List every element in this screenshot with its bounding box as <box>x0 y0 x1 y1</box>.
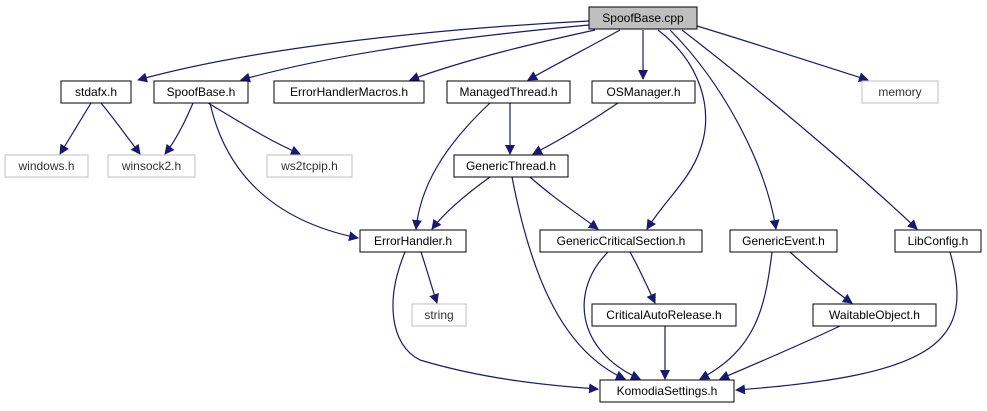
node-ws2tcpip-h: ws2tcpip.h <box>266 154 353 178</box>
node-genericevent-h[interactable]: GenericEvent.h <box>729 229 838 253</box>
edge-spoofbase-cpp-to-spoofbase-h <box>240 24 590 83</box>
edge-spoofbase-cpp-to-errorhandlermacros-h <box>409 29 596 82</box>
node-label: CriticalAutoRelease.h <box>606 308 721 322</box>
node-box <box>861 80 939 104</box>
node-errorhandlermacros-h[interactable]: ErrorHandlerMacros.h <box>273 80 425 104</box>
node-label: GenericThread.h <box>466 159 556 173</box>
node-box <box>588 6 698 30</box>
node-box <box>107 154 196 178</box>
node-box <box>894 229 982 253</box>
edge-genericthread-h-to-genericcriticalsection-h <box>529 176 599 230</box>
node-label: ws2tcpip.h <box>280 159 338 173</box>
node-label: ErrorHandler.h <box>374 234 452 248</box>
node-label: winsock2.h <box>121 159 181 173</box>
node-box <box>539 229 703 253</box>
node-osmanager-h[interactable]: OSManager.h <box>591 80 696 104</box>
node-libconfig-h[interactable]: LibConfig.h <box>894 229 982 253</box>
node-label: ManagedThread.h <box>459 85 557 99</box>
node-box <box>729 229 838 253</box>
node-label: SpoofBase.cpp <box>602 11 684 25</box>
node-waitableobject-h[interactable]: WaitableObject.h <box>812 303 937 327</box>
edge-spoofbase-h-to-ws2tcpip-h <box>207 102 301 155</box>
node-box <box>266 154 353 178</box>
edge-genericevent-h-to-komodiasettings-h <box>699 251 773 380</box>
edge-stdafx-h-to-winsock2-h <box>100 102 141 155</box>
node-criticalautorelease-h[interactable]: CriticalAutoRelease.h <box>591 303 737 327</box>
node-box <box>60 80 132 104</box>
edge-errorhandler-h-to-string <box>420 251 439 304</box>
node-label: OSManager.h <box>606 85 680 99</box>
node-box <box>453 154 569 178</box>
node-box <box>411 303 467 327</box>
node-label: SpoofBase.h <box>167 85 236 99</box>
edge-spoofbase-cpp-to-managedthread-h <box>527 29 621 81</box>
node-spoofbase-h[interactable]: SpoofBase.h <box>153 80 249 104</box>
node-genericthread-h[interactable]: GenericThread.h <box>453 154 569 178</box>
node-box <box>4 154 89 178</box>
node-label: ErrorHandlerMacros.h <box>290 85 408 99</box>
node-errorhandler-h[interactable]: ErrorHandler.h <box>359 229 467 253</box>
edge-spoofbase-h-to-errorhandler-h <box>209 102 359 242</box>
node-spoofbase-cpp[interactable]: SpoofBase.cpp <box>588 6 698 30</box>
node-label: memory <box>878 85 921 99</box>
edge-genericcriticalsection-h-to-criticalautorelease-h <box>629 251 656 304</box>
edge-genericcriticalsection-h-to-komodiasettings-h <box>583 251 641 380</box>
edge-spoofbase-cpp-to-memory <box>696 25 869 83</box>
node-windows-h: windows.h <box>4 154 89 178</box>
node-label: LibConfig.h <box>908 234 969 248</box>
node-box <box>591 303 737 327</box>
node-box <box>359 229 467 253</box>
edge-libconfig-h-to-komodiasettings-h <box>735 251 958 395</box>
node-memory: memory <box>861 80 939 104</box>
edge-genericthread-h-to-komodiasettings-h <box>511 176 626 380</box>
node-label: string <box>424 308 453 322</box>
edge-spoofbase-h-to-winsock2-h <box>164 102 194 155</box>
node-winsock2-h: winsock2.h <box>107 154 196 178</box>
edge-spoofbase-cpp-to-stdafx-h <box>137 20 590 83</box>
edge-spoofbase-cpp-to-genericcriticalsection-h <box>646 29 707 230</box>
node-label: windows.h <box>17 159 74 173</box>
node-string: string <box>411 303 467 327</box>
edges-layer <box>59 20 958 395</box>
node-label: WaitableObject.h <box>829 308 920 322</box>
edge-managedthread-h-to-errorhandler-h <box>411 102 491 230</box>
node-label: KomodiaSettings.h <box>617 384 718 398</box>
edge-genericthread-h-to-errorhandler-h <box>431 176 491 230</box>
node-komodiasettings-h[interactable]: KomodiaSettings.h <box>599 379 735 403</box>
edge-errorhandler-h-to-komodiasettings-h <box>392 251 599 394</box>
node-box <box>153 80 249 104</box>
node-box <box>273 80 425 104</box>
edge-genericevent-h-to-waitableobject-h <box>789 251 853 304</box>
node-managedthread-h[interactable]: ManagedThread.h <box>446 80 571 104</box>
node-box <box>812 303 937 327</box>
edge-osmanager-h-to-genericthread-h <box>532 102 619 155</box>
edge-spoofbase-cpp-to-genericevent-h <box>669 29 780 230</box>
node-label: GenericCriticalSection.h <box>557 234 686 248</box>
node-label: GenericEvent.h <box>742 234 825 248</box>
node-box <box>599 379 735 403</box>
node-box <box>591 80 696 104</box>
node-box <box>446 80 571 104</box>
edge-spoofbase-cpp-to-libconfig-h <box>681 29 918 230</box>
node-genericcriticalsection-h[interactable]: GenericCriticalSection.h <box>539 229 703 253</box>
node-label: stdafx.h <box>75 85 117 99</box>
node-stdafx-h[interactable]: stdafx.h <box>60 80 132 104</box>
edge-stdafx-h-to-windows-h <box>59 102 92 155</box>
edge-waitableobject-h-to-komodiasettings-h <box>719 325 841 381</box>
